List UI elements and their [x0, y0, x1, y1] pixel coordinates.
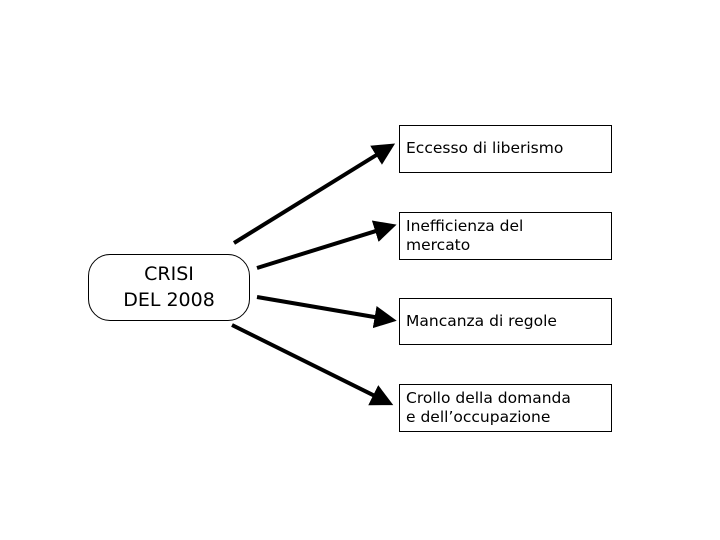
effect-node-crollo-line2: e dell’occupazione [406, 408, 551, 426]
effect-node-crollo-line1: Crollo della domanda [406, 388, 571, 407]
effect-node-mancanza-label: Mancanza di regole [406, 311, 557, 330]
source-node-text: CRISI DEL 2008 [123, 262, 215, 313]
effect-node-inefficienza-line1: Inefficienza del [406, 216, 524, 235]
effect-node-crollo-della-domanda[interactable]: Crollo della domanda e dell’occupazione [399, 384, 612, 432]
effect-node-inefficienza-del-mercato[interactable]: Inefficienza del mercato [399, 212, 612, 260]
source-node-crisi-del-2008[interactable]: CRISI DEL 2008 [88, 254, 250, 321]
arrow-to-inefficienza [256, 220, 397, 270]
effect-node-eccesso-label: Eccesso di liberismo [406, 139, 564, 158]
arrow-to-mancanza [256, 295, 397, 329]
effect-node-crollo-text: Crollo della domanda e dell’occupazione [406, 389, 571, 428]
effect-node-eccesso-di-liberismo[interactable]: Eccesso di liberismo [399, 125, 612, 173]
arrow-to-eccesso [232, 143, 396, 245]
effect-node-mancanza-di-regole[interactable]: Mancanza di regole [399, 298, 612, 345]
arrow-to-crollo [231, 323, 394, 406]
effect-node-inefficienza-text: Inefficienza del mercato [406, 217, 523, 256]
effect-node-inefficienza-line2: mercato [406, 236, 471, 254]
source-node-line1: CRISI [144, 262, 194, 285]
source-node-line2: DEL 2008 [123, 288, 215, 311]
